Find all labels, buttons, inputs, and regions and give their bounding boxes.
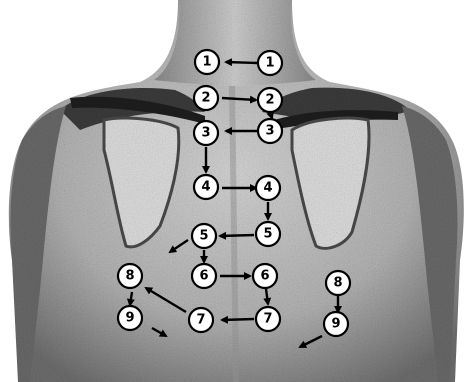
site-right-3: 3 bbox=[258, 119, 282, 143]
site-right-1: 1 bbox=[258, 51, 282, 75]
site-left-4: 4 bbox=[194, 175, 218, 199]
site-lateral-left-8: 8 bbox=[118, 264, 142, 288]
site-right-7: 7 bbox=[256, 307, 280, 331]
site-left-7: 7 bbox=[189, 308, 213, 332]
site-label: 7 bbox=[263, 312, 272, 327]
arrow-7 bbox=[222, 319, 254, 320]
site-right-5: 5 bbox=[256, 222, 280, 246]
site-label: 6 bbox=[260, 269, 269, 284]
site-label: 2 bbox=[265, 93, 274, 108]
site-right-6: 6 bbox=[253, 264, 277, 288]
site-label: 3 bbox=[201, 126, 210, 141]
site-left-3: 3 bbox=[194, 121, 218, 145]
torso bbox=[9, 0, 464, 382]
site-right-2: 2 bbox=[258, 88, 282, 112]
site-label: 4 bbox=[201, 180, 210, 195]
arrow-5 bbox=[220, 235, 254, 236]
site-left-1: 1 bbox=[195, 50, 219, 74]
site-label: 9 bbox=[125, 311, 134, 326]
site-label: 8 bbox=[125, 269, 134, 284]
site-label: 5 bbox=[263, 227, 272, 242]
site-label: 5 bbox=[199, 229, 208, 244]
site-label: 8 bbox=[333, 276, 342, 291]
site-lateral-right-8: 8 bbox=[326, 271, 350, 295]
site-left-6: 6 bbox=[192, 264, 216, 288]
site-left-5: 5 bbox=[192, 224, 216, 248]
site-right-4: 4 bbox=[256, 176, 280, 200]
site-label: 6 bbox=[199, 269, 208, 284]
site-label: 9 bbox=[331, 317, 340, 332]
site-label: 2 bbox=[201, 91, 210, 106]
site-lateral-right-9: 9 bbox=[324, 312, 348, 336]
site-left-2: 2 bbox=[194, 86, 218, 110]
site-label: 1 bbox=[265, 56, 274, 71]
arrow-1 bbox=[226, 62, 258, 63]
site-label: 7 bbox=[196, 313, 205, 328]
site-label: 4 bbox=[263, 181, 272, 196]
site-label: 3 bbox=[265, 124, 274, 139]
site-label: 1 bbox=[202, 55, 211, 70]
site-lateral-left-9: 9 bbox=[118, 306, 142, 330]
